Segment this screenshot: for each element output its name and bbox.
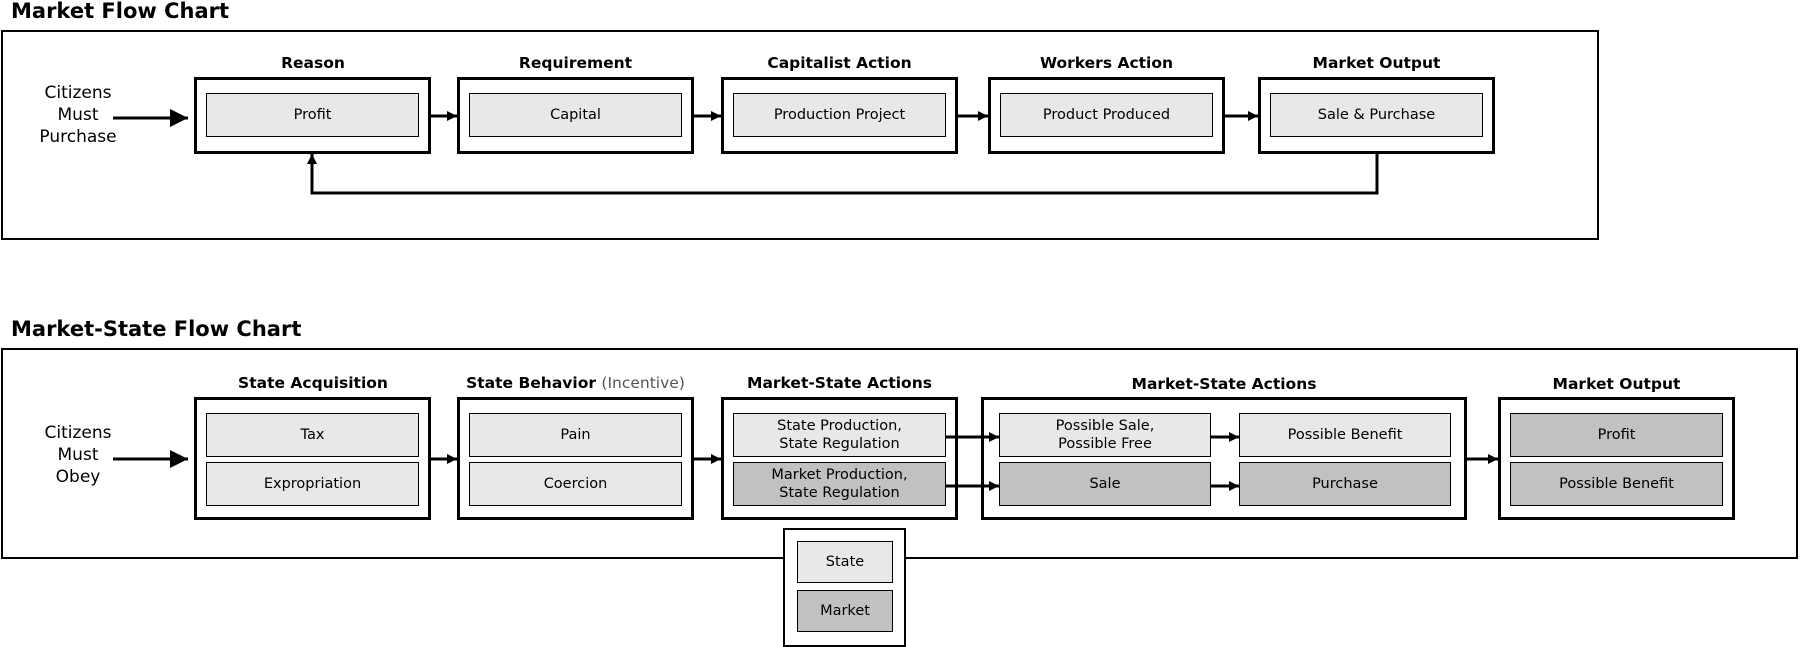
ms-box-pain: Pain xyxy=(469,413,682,457)
market-state-chart-title: Market-State Flow Chart xyxy=(11,317,302,341)
market-stage-header-market-output: Market Output xyxy=(1312,54,1441,72)
ms-box-coercion: Coercion xyxy=(469,462,682,506)
ms-box-profit: Profit xyxy=(1510,413,1723,457)
legend-item-state: State xyxy=(797,541,893,583)
ms-stage-header-state-behavior-note: (Incentive) xyxy=(601,374,685,392)
ms-box-sale: Sale xyxy=(999,462,1211,506)
ms-box-possible-sale: Possible Sale, Possible Free xyxy=(999,413,1211,457)
market-box-capital: Capital xyxy=(469,93,682,137)
ms-box-possible-benefit-output: Possible Benefit xyxy=(1510,462,1723,506)
ms-box-market-production: Market Production, State Regulation xyxy=(733,462,946,506)
ms-box-purchase: Purchase xyxy=(1239,462,1451,506)
ms-stage-header-state-behavior-label: State Behavior xyxy=(466,374,596,392)
ms-box-possible-benefit: Possible Benefit xyxy=(1239,413,1451,457)
ms-box-state-production: State Production, State Regulation xyxy=(733,413,946,457)
market-state-chart-lead-text: Citizens Must Obey xyxy=(44,423,112,487)
market-box-product-produced: Product Produced xyxy=(1000,93,1213,137)
legend-item-market: Market xyxy=(797,590,893,632)
ms-stage-header-state-acquisition: State Acquisition xyxy=(238,374,388,392)
ms-stage-header-market-output: Market Output xyxy=(1552,375,1681,393)
market-box-profit: Profit xyxy=(206,93,419,137)
market-chart-frame xyxy=(1,30,1599,240)
arrow-feedback-loop xyxy=(307,154,1379,195)
market-stage-header-workers-action: Workers Action xyxy=(1039,54,1174,72)
market-stage-header-capitalist-action: Capitalist Action xyxy=(767,54,912,72)
ms-box-expropriation: Expropriation xyxy=(206,462,419,506)
ms-stage-header-market-state-actions-1: Market-State Actions xyxy=(747,374,932,392)
ms-stage-header-market-state-actions-2: Market-State Actions xyxy=(1131,375,1317,393)
market-box-production-project: Production Project xyxy=(733,93,946,137)
market-stage-header-requirement: Requirement xyxy=(518,54,633,72)
market-chart-lead-text: Citizens Must Purchase xyxy=(39,83,117,147)
ms-stage-header-state-behavior: State Behavior (Incentive) xyxy=(457,374,694,392)
market-box-sale-purchase: Sale & Purchase xyxy=(1270,93,1483,137)
ms-box-tax: Tax xyxy=(206,413,419,457)
market-stage-header-reason: Reason xyxy=(281,54,345,72)
market-chart-title: Market Flow Chart xyxy=(11,0,230,23)
